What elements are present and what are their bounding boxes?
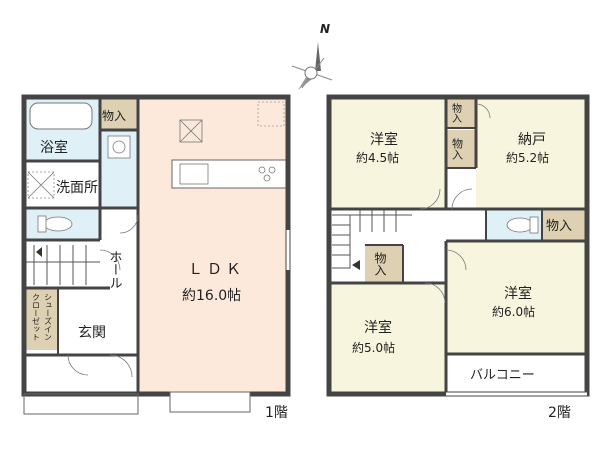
door-closet-a <box>475 103 491 119</box>
closet-c-label: 物入 <box>373 252 387 276</box>
compass-center <box>304 66 318 80</box>
shoe-closet <box>26 288 58 350</box>
compass: N <box>291 22 333 90</box>
fridge-space-icon <box>257 101 285 127</box>
nando-room <box>476 97 587 209</box>
door-room-a <box>419 188 441 210</box>
closet-a <box>446 97 476 127</box>
stove-icon <box>258 166 266 174</box>
bath-label: 浴室 <box>40 139 68 156</box>
door-room-c <box>424 282 446 304</box>
compass-north-label: N <box>320 22 330 36</box>
door-entrance-2 <box>109 354 133 378</box>
entrance-label: 玄関 <box>78 324 106 341</box>
door-entrance <box>67 354 89 376</box>
toilet-2f-tank <box>529 216 539 234</box>
floor1-label: 1階 <box>265 405 288 421</box>
room-c-name: 洋室 <box>364 319 392 336</box>
room-c-size: 約5.0帖 <box>352 340 395 355</box>
floor1-plan: 物入 浴室 洗面所 ＬＤＫ 約16.0帖 ホール 玄関 シューズイン クローゼッ… <box>21 94 291 421</box>
western-room-a <box>329 97 446 209</box>
washer-space-icon <box>27 171 55 199</box>
door-nando <box>451 188 473 210</box>
storage-1f-label: 物入 <box>102 109 126 123</box>
stairs-2f <box>332 210 412 270</box>
stove-burner-2 <box>268 166 276 174</box>
entrance-porch <box>23 393 139 415</box>
floor2-label: 2階 <box>548 405 571 421</box>
balcony-label: バルコニー <box>470 368 535 383</box>
western-room-b <box>446 241 587 354</box>
room-a-size: 約4.5帖 <box>356 150 399 165</box>
nando-name: 納戸 <box>518 132 546 148</box>
vent-cross-2 <box>179 119 203 143</box>
closet-b <box>446 130 476 168</box>
door-ldk <box>119 214 139 234</box>
room-b-name: 洋室 <box>504 285 532 302</box>
ldk-room <box>138 97 288 394</box>
shoe-closet-label-2: クローゼット <box>32 293 41 341</box>
closet-b-label: 物入 <box>451 137 464 160</box>
nando-size: 約5.2帖 <box>506 150 549 165</box>
room-a-name: 洋室 <box>370 131 398 148</box>
toilet-2f-icon <box>506 217 534 233</box>
western-room-c <box>329 283 446 394</box>
bathtub-icon <box>29 102 93 130</box>
toilet-1f-tank <box>37 215 47 233</box>
door-hall <box>99 249 121 271</box>
closet-d <box>542 209 587 241</box>
floor2-plan: 洋室 約4.5帖 物入 物入 納戸 約5.2帖 物入 物入 洋室 約6.0帖 洋… <box>326 94 590 421</box>
toilet-1f-icon <box>43 216 73 232</box>
ventilation-icon <box>179 119 203 143</box>
sink-icon <box>107 135 131 159</box>
closet-d-label: 物入 <box>546 219 572 234</box>
washer-cross-2 <box>27 171 55 199</box>
door-room-b <box>445 249 467 271</box>
stove-burner-3 <box>263 174 271 182</box>
kitchen-sink-icon <box>179 163 209 185</box>
stair-2f-arrow-icon <box>352 260 360 270</box>
ldk-size: 約16.0帖 <box>182 288 241 304</box>
ldk-label: ＬＤＫ <box>188 260 245 278</box>
stair-2f-outline <box>332 214 351 269</box>
kitchen-counter <box>171 159 289 189</box>
washroom-label: 洗面所 <box>56 180 98 196</box>
stairs-1f <box>24 245 100 285</box>
window-ldk <box>169 391 251 413</box>
closet-c <box>365 245 403 283</box>
shoe-closet-label-1: シューズイン <box>44 293 53 341</box>
stair-arrow-icon <box>36 247 42 257</box>
closet-a-label: 物入 <box>450 102 462 123</box>
storage-1f <box>100 97 138 130</box>
room-b-size: 約6.0帖 <box>492 304 535 319</box>
sink-bowl <box>112 140 126 154</box>
hall-label: ホール <box>107 250 122 289</box>
